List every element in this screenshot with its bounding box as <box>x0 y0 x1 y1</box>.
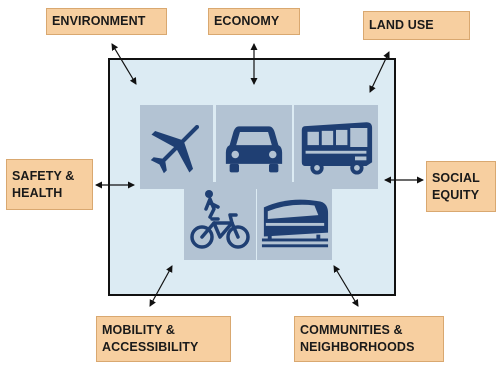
train-tile <box>257 182 332 260</box>
bicycle-pedestrian-icon <box>190 190 250 249</box>
car-tile <box>216 105 292 189</box>
label-land-use-text: LAND USE <box>369 18 434 32</box>
label-communities-neighborhoods: COMMUNITIES & NEIGHBORHOODS <box>294 316 444 362</box>
label-communities-neighborhoods-text: COMMUNITIES & NEIGHBORHOODS <box>300 323 415 354</box>
label-environment-text: ENVIRONMENT <box>52 14 146 28</box>
bicycle-tile <box>184 182 256 260</box>
bus-icon <box>301 122 373 175</box>
bus-tile <box>294 105 378 189</box>
label-social-equity-text: SOCIAL EQUITY <box>432 170 480 202</box>
label-environment: ENVIRONMENT <box>46 8 167 35</box>
airplane-icon <box>150 125 199 174</box>
label-safety-health-text: SAFETY & HEALTH <box>12 168 75 200</box>
label-economy: ECONOMY <box>208 8 300 35</box>
label-social-equity: SOCIAL EQUITY <box>426 161 496 212</box>
label-land-use: LAND USE <box>363 11 470 40</box>
train-icon <box>261 199 328 248</box>
label-economy-text: ECONOMY <box>214 14 280 28</box>
label-mobility-accessibility-text: MOBILITY & ACCESSIBILITY <box>102 323 199 354</box>
airplane-tile <box>140 105 213 189</box>
label-mobility-accessibility: MOBILITY & ACCESSIBILITY <box>96 316 231 362</box>
label-safety-health: SAFETY & HEALTH <box>6 159 93 210</box>
car-icon <box>225 126 283 173</box>
